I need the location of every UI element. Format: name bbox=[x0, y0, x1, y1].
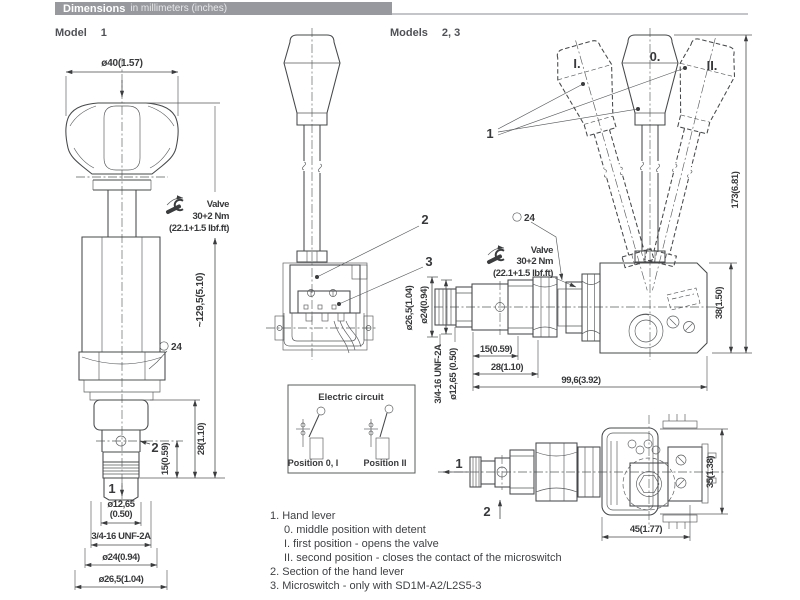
lever-position-II-outline bbox=[631, 35, 742, 291]
dim-45: 45(1.77) bbox=[630, 524, 662, 535]
dim-thread: 3/4-16 UNF-2A bbox=[433, 344, 444, 404]
dim-seal-diameter: ø24(0.94) bbox=[102, 552, 140, 563]
position-I-label: I. bbox=[573, 56, 580, 71]
models-23-number: 2, 3 bbox=[441, 27, 461, 39]
note-1-I: I. first position - opens the valve bbox=[284, 538, 439, 550]
section-title: Dimensions bbox=[63, 2, 126, 15]
dim-hex-diameter: ø26,5(1.04) bbox=[99, 574, 144, 585]
note-3: 3. Microswitch - only with SD1M-A2/L2S5-… bbox=[270, 580, 482, 592]
across-flats-icon bbox=[159, 341, 169, 351]
valve-note-line3: (22.1+1.5 lbf.ft) bbox=[169, 223, 229, 234]
models-23-label: Models bbox=[390, 27, 428, 39]
section-header: Dimensions in millimeters (inches) bbox=[55, 2, 392, 15]
dim-thread: 3/4-16 UNF-2A bbox=[91, 531, 151, 542]
dim-28: 28(1.10) bbox=[491, 362, 523, 373]
model-1-number: 1 bbox=[100, 27, 107, 39]
port2-label: 2 bbox=[151, 440, 158, 455]
models-23-heading: Models 2, 3 bbox=[390, 27, 460, 39]
valve-note-line2: 30+2 Nm bbox=[192, 211, 229, 222]
dim-15: 15(0.59) bbox=[160, 443, 171, 475]
dim-28: 28(1.10) bbox=[196, 423, 207, 455]
leader-1-label: 1 bbox=[486, 126, 493, 141]
dim-99-6: 99,6(3.92) bbox=[561, 375, 601, 386]
dim-nose-diameter: ø12,65 bbox=[107, 499, 135, 510]
switch-symbol-position-0-I bbox=[296, 406, 326, 460]
position-0-label: 0. bbox=[650, 49, 661, 64]
note-1: 1. Hand lever bbox=[270, 510, 336, 522]
torque-wrench-icon bbox=[488, 248, 504, 262]
note-2: 2. Section of the hand lever bbox=[270, 566, 404, 578]
position-II-label: II. bbox=[707, 58, 718, 73]
torque-wrench-icon bbox=[167, 198, 183, 212]
dim-35: 35(1.38) bbox=[705, 456, 716, 488]
circuit-title: Electric circuit bbox=[318, 392, 384, 403]
models23-front-drawing: 2 3 bbox=[266, 28, 433, 360]
across-flats-icon bbox=[512, 212, 522, 222]
port1-label: 1 bbox=[108, 481, 115, 496]
circuit-position-right: Position II bbox=[363, 458, 406, 468]
legend-notes: 1. Hand lever 0. middle position with de… bbox=[270, 509, 562, 593]
valve-note-line1: Valve bbox=[531, 245, 553, 256]
dim-nose-diameter: ø12,65 (0.50) bbox=[448, 348, 459, 400]
lever-position-I-outline bbox=[549, 37, 667, 291]
dim-15: 15(0.59) bbox=[480, 344, 512, 355]
models23-section-drawing: 1 bbox=[438, 414, 728, 541]
model-1-label: Model bbox=[55, 27, 87, 39]
hex-af-value: 24 bbox=[524, 213, 535, 224]
note-1-II: II. second position - closes the contact… bbox=[284, 552, 562, 564]
section-subtitle: in millimeters (inches) bbox=[130, 3, 228, 14]
dim-nose-diameter-inch: (0.50) bbox=[110, 509, 133, 520]
dim-38: 38(1.50) bbox=[714, 287, 725, 319]
circuit-position-left: Position 0, I bbox=[288, 458, 339, 468]
dim-173: 173(6.81) bbox=[730, 171, 741, 208]
dim-knob-diameter: ø40(1.57) bbox=[101, 58, 143, 69]
dim-seal-diameter: ø24(0.94) bbox=[419, 286, 430, 324]
switch-symbol-position-II bbox=[364, 404, 394, 460]
electric-circuit-box: Electric circuit Position 0, I Position … bbox=[287, 384, 416, 474]
models23-side-drawing: I. 0. II. 1 173(6.81) 38(1.50) bbox=[404, 28, 752, 404]
dim-overall-height: ~129,5(5.10) bbox=[195, 273, 206, 328]
valve-note-line1: Valve bbox=[207, 199, 229, 210]
valve-note-line3: (22.1+1.5 lbf.ft) bbox=[493, 268, 553, 279]
model1-drawing: ø40(1.57) ~129,5(5.10) Valve 30+2 Nm (22… bbox=[65, 58, 230, 590]
header-rule bbox=[392, 13, 748, 15]
leader-2-label: 2 bbox=[421, 212, 428, 227]
hex-af-value: 24 bbox=[171, 342, 182, 353]
model-1-heading: Model 1 bbox=[55, 27, 107, 39]
dim-hex-diameter: ø26,5(1.04) bbox=[404, 285, 415, 330]
leader-3-label: 3 bbox=[425, 254, 432, 269]
note-1-0: 0. middle position with detent bbox=[284, 524, 426, 536]
port2-label: 2 bbox=[483, 504, 490, 519]
port1-label: 1 bbox=[455, 456, 462, 471]
valve-note-line2: 30+2 Nm bbox=[516, 256, 553, 267]
